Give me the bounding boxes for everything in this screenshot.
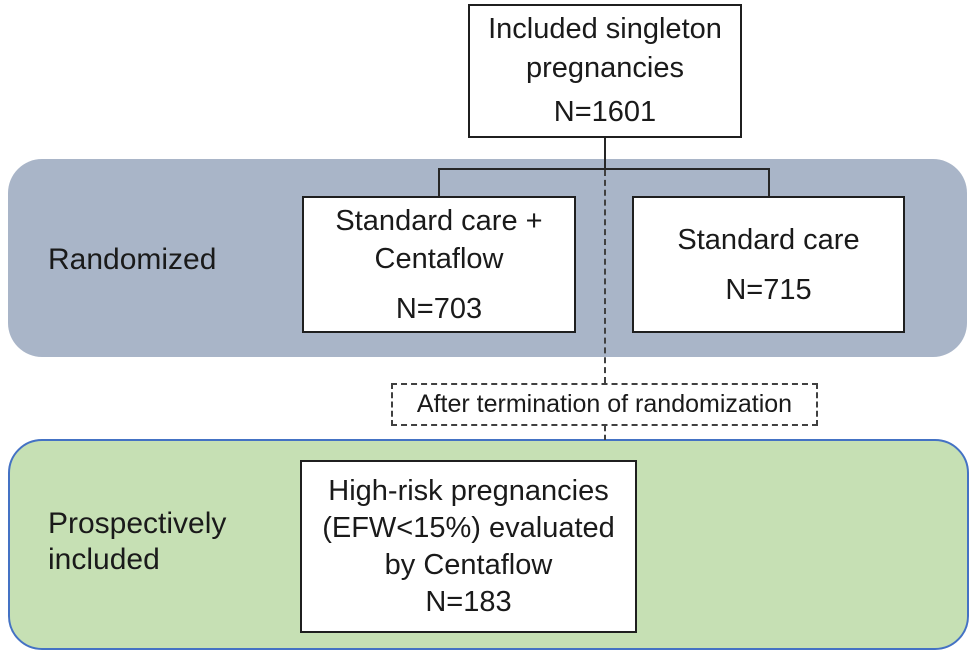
standard-care-n: N=715 [725,273,812,306]
included-singleton-box: Included singleton pregnancies N=1601 [468,4,742,138]
high-risk-line-2: (EFW<15%) evaluated [322,511,615,544]
included-singleton-n: N=1601 [553,96,657,128]
connector-top-vertical [604,137,606,170]
high-risk-n: N=183 [425,585,512,618]
standard-care-centaflow-n: N=703 [395,292,483,325]
randomized-label: Randomized [48,243,217,276]
after-termination-note-label: After termination of randomization [416,390,793,418]
high-risk-line-3: by Centaflow [384,548,553,581]
high-risk-pregnancies-box: High-risk pregnancies (EFW<15%) evaluate… [300,460,637,633]
standard-care-title: Standard care [677,223,860,256]
high-risk-line-1: High-risk pregnancies [328,474,609,507]
included-singleton-title: Included singleton pregnancies [488,13,722,84]
standard-care-box: Standard care N=715 [632,196,905,333]
connector-left-drop [438,168,440,198]
standard-care-centaflow-title: Standard care + Centaflow [335,204,543,275]
prospectively-included-label: Prospectively included [48,507,227,576]
dashed-connector-upper [604,170,606,383]
after-termination-note: After termination of randomization [391,383,818,426]
connector-horizontal [438,168,770,170]
connector-right-drop [768,168,770,198]
dashed-connector-lower [604,426,606,440]
standard-care-centaflow-box: Standard care + Centaflow N=703 [302,196,576,333]
